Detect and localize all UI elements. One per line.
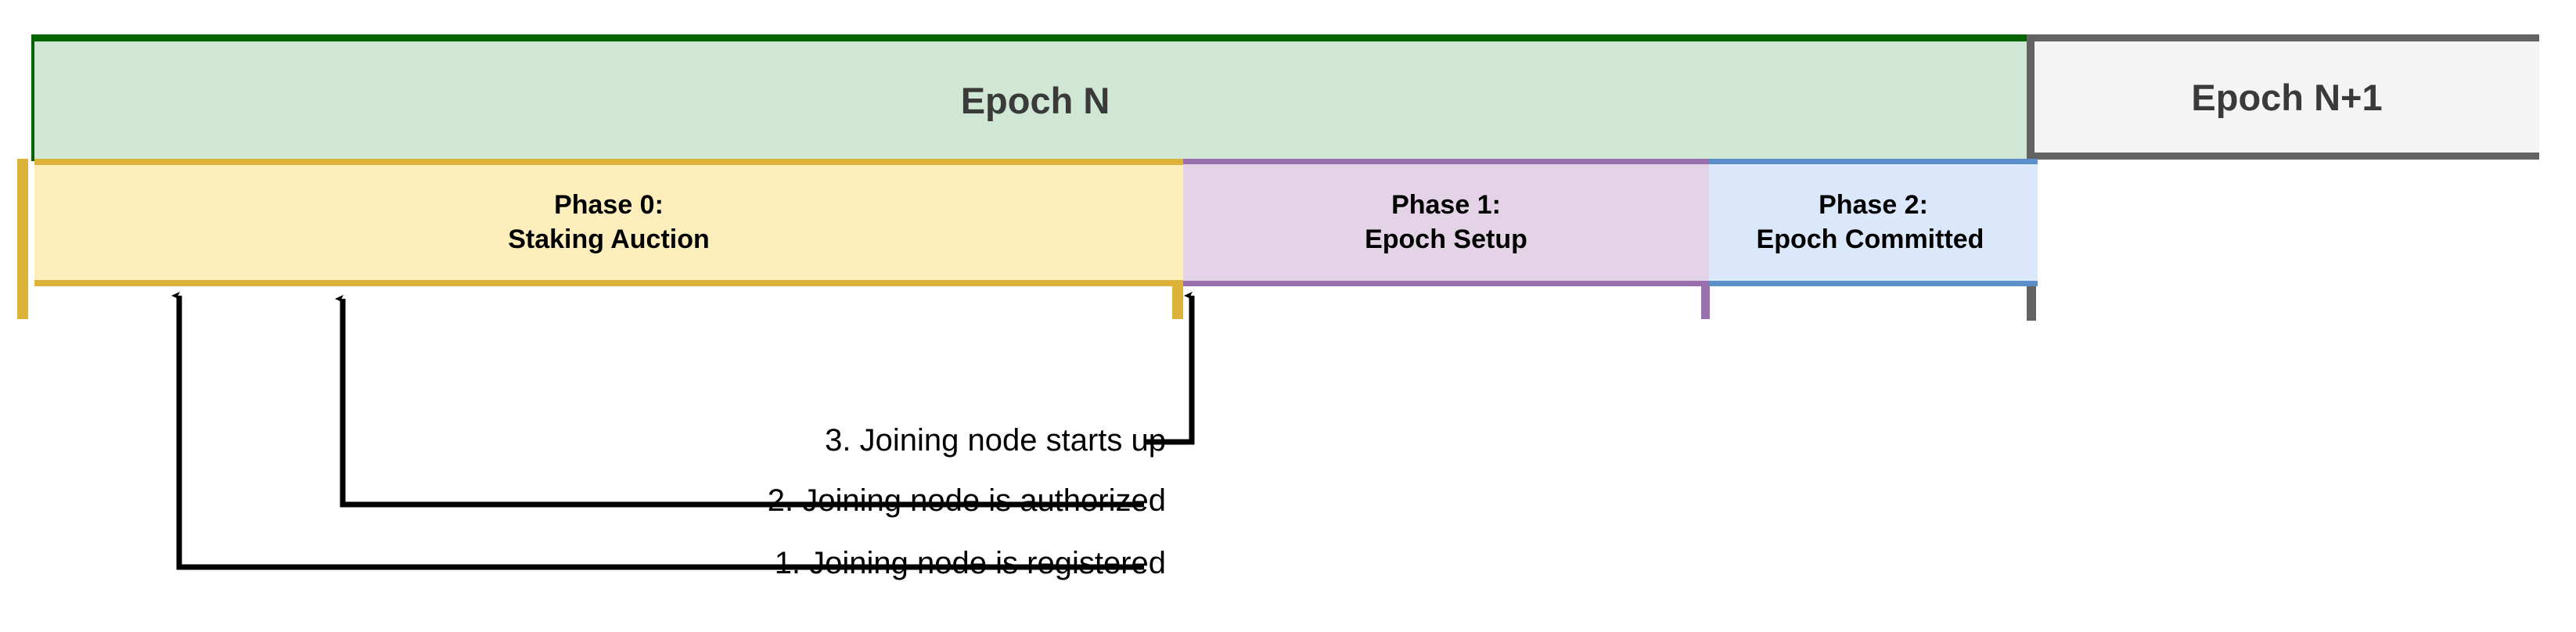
phase-1-box: Phase 1: Epoch Setup [1183,159,1709,286]
phase-0-subtitle: Staking Auction [508,224,710,254]
callout-2-label: 2. Joining node is authorized [767,483,1166,518]
epoch-n-plus-1-label: Epoch N+1 [2191,76,2383,118]
phase-0-left-rail [17,159,28,319]
callout-1-connector [179,296,1144,570]
callout-3-connector [1144,296,1195,445]
phase-2-title: Phase 2: [1819,189,1928,220]
phase-1-title: Phase 1: [1391,189,1501,220]
epoch-n-label: Epoch N [960,80,1110,121]
callout-2-connector [343,299,1144,508]
phase-1-subtitle: Epoch Setup [1365,224,1527,254]
phase-0-box: Phase 0: Staking Auction [34,159,1183,286]
callout-3-label: 3. Joining node starts up [825,423,1166,458]
epoch-n-box: Epoch N [34,34,2036,160]
phase-0-title: Phase 0: [554,189,664,220]
callout-1-label: 1. Joining node is registered [774,546,1166,580]
phase-2-box: Phase 2: Epoch Committed [1709,159,2038,286]
epoch-n-plus-1-box: Epoch N+1 [2035,34,2539,160]
phase-2-subtitle: Epoch Committed [1756,224,1984,254]
